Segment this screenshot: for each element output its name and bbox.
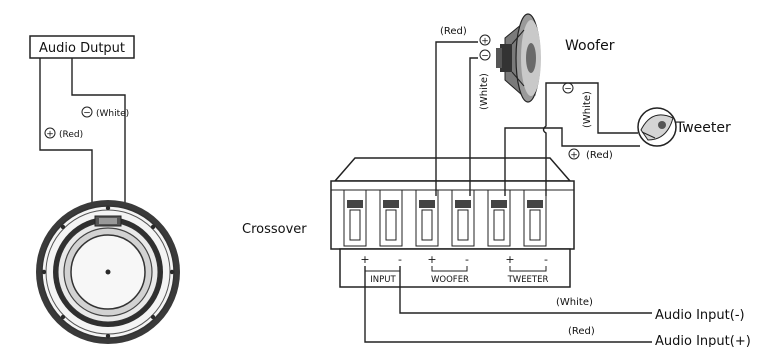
subwoofer-speaker (36, 200, 180, 344)
red-plus-symbol: + (44, 127, 56, 140)
svg-text:−: − (83, 109, 91, 119)
woofer-speaker (496, 13, 541, 103)
audio-output-box (29, 35, 135, 59)
audio-output-group: Audio Dutput − (White) + (Red) (29, 35, 135, 212)
tweeter-speaker (637, 107, 677, 147)
red-wire-label-left: (Red) (59, 130, 83, 140)
woofer-red-wire (435, 41, 478, 196)
crossover-wiring (364, 41, 652, 343)
svg-text:+: + (46, 130, 54, 140)
tweeter-red-label: (Red) (586, 150, 613, 161)
input-red-wire (364, 266, 652, 343)
tweeter-white-label: (White) (582, 91, 593, 128)
woofer-minus: - (465, 253, 469, 266)
input-white-label: (White) (556, 297, 593, 308)
woofer-label: Woofer (565, 38, 615, 54)
tweeter-minus: - (544, 253, 548, 266)
white-minus-symbol: − (81, 106, 93, 119)
input-terminal-label: INPUT (370, 275, 396, 285)
audio-input-pos-label: Audio Input(+) (655, 334, 751, 347)
woofer-terminal-label: WOOFER (431, 275, 469, 285)
woofer-white-label: (White) (479, 73, 490, 110)
red-wire-left (39, 58, 93, 212)
tweeter-label: Tweeter (675, 120, 731, 136)
input-minus: - (398, 253, 402, 266)
woofer-plus: + (427, 253, 436, 266)
white-wire-left (71, 58, 126, 212)
tweeter-red-wire (504, 127, 640, 196)
svg-text:−: − (481, 52, 489, 62)
svg-text:+: + (570, 151, 578, 161)
woofer-red-label: (Red) (440, 26, 467, 37)
crossover-unit: + - + - + - INPUT WOOFER TWEETER (330, 157, 575, 288)
woofer-plus-symbol: + (479, 34, 491, 47)
input-red-label: (Red) (568, 326, 595, 337)
tweeter-terminal-label: TWEETER (507, 275, 549, 285)
svg-text:−: − (564, 85, 572, 95)
woofer-white-wire (469, 57, 478, 196)
input-plus: + (360, 253, 369, 266)
woofer-minus-symbol: − (479, 49, 491, 62)
audio-output-label: Audio Dutput (39, 41, 125, 56)
white-wire-label-left: (White) (96, 109, 129, 119)
tweeter-minus-symbol: − (562, 82, 574, 95)
crossover-terminals (343, 189, 547, 247)
tweeter-plus: + (505, 253, 514, 266)
crossover-label: Crossover (242, 222, 307, 237)
tweeter-plus-symbol: + (568, 148, 580, 161)
input-white-wire (399, 266, 652, 314)
crossover-lid (333, 157, 572, 182)
crossover-label-panel (339, 248, 571, 288)
audio-input-neg-label: Audio Input(-) (655, 308, 745, 323)
svg-text:+: + (481, 37, 489, 47)
